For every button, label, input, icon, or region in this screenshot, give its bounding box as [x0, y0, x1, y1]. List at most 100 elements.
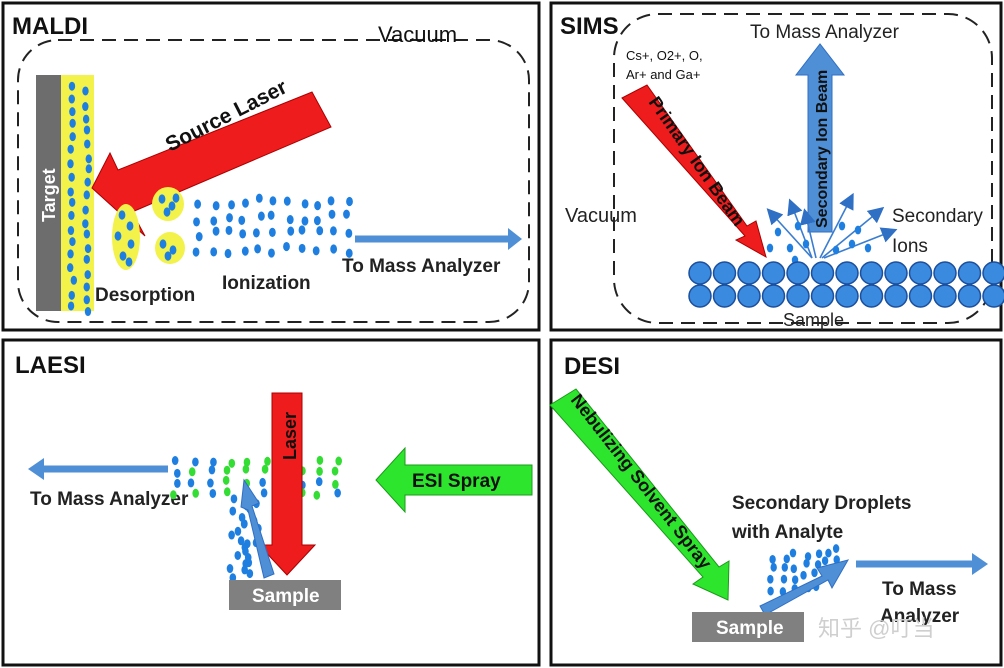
ion-dot	[330, 244, 338, 254]
ion-dot	[314, 201, 322, 211]
sample-atom	[933, 284, 957, 308]
sample-atom	[688, 261, 712, 285]
ion-dot	[225, 225, 233, 236]
ionization-dots	[192, 193, 353, 259]
nebulizing-spray-label: Nebulizing Solvent Spray	[567, 390, 716, 573]
target-dot	[82, 114, 90, 124]
green-droplet	[192, 488, 199, 498]
sims-primary-ions-line1: Cs+, O2+, O,	[626, 48, 703, 63]
spark-arrow	[821, 206, 885, 259]
secondary-ion-spark-arrows	[766, 192, 898, 259]
ion-dot	[212, 201, 220, 211]
secondary-ion-dots	[766, 221, 872, 265]
blue-droplet	[192, 457, 199, 467]
plume-dot	[169, 245, 177, 255]
laesi-rising-arrow	[240, 478, 275, 579]
sample-atom	[908, 284, 933, 308]
sample-atom	[957, 284, 982, 308]
sample-atom	[835, 284, 859, 308]
sample-atom	[712, 284, 737, 308]
desi-droplet	[780, 574, 788, 584]
ion-dot	[298, 225, 306, 235]
desorption-plume-1	[112, 204, 140, 270]
sims-sample-label: Sample	[783, 310, 844, 330]
target-dot	[83, 254, 91, 264]
desi-droplet	[767, 574, 774, 584]
secondary-ion-dot	[864, 243, 872, 253]
target-dot	[67, 226, 75, 236]
plume-dot	[125, 257, 133, 267]
ion-dot	[267, 210, 275, 220]
desi-droplet	[769, 554, 776, 564]
blue-droplet	[208, 465, 216, 475]
green-droplet	[264, 456, 271, 466]
desorption-dots	[114, 193, 180, 267]
rising-droplet	[240, 519, 248, 529]
rising-droplet	[229, 506, 237, 516]
target-dot	[69, 107, 76, 117]
ion-dot	[298, 243, 306, 254]
sample-atom	[761, 284, 786, 308]
ion-dot	[312, 246, 320, 256]
desi-droplet	[770, 562, 777, 572]
sample-atom	[982, 261, 1004, 285]
secondary-ion-dot	[786, 243, 794, 253]
sample-atom	[884, 261, 908, 285]
green-droplet	[223, 487, 231, 497]
secondary-ion-beam-label: Secondary Ion Beam	[814, 70, 831, 228]
desi-panel	[549, 338, 1003, 667]
ion-dot	[343, 209, 350, 219]
ion-dot	[327, 196, 335, 206]
desi-droplet	[815, 549, 823, 559]
sample-atom	[957, 261, 982, 285]
desi-section: DESI Nebulizing Solvent Spray Secondary …	[549, 353, 988, 642]
desi-droplets-line1: Secondary Droplets	[732, 493, 912, 514]
desi-droplet	[832, 544, 840, 553]
ionization-label: Ionization	[222, 273, 311, 294]
blue-droplet	[174, 478, 181, 488]
rising-droplet	[237, 536, 245, 546]
target-dot	[68, 81, 76, 91]
sample-atom	[712, 261, 737, 285]
laesi-title: LAESI	[15, 352, 86, 379]
sample-atom	[737, 261, 761, 285]
green-droplet	[316, 466, 323, 476]
target-dot	[69, 132, 76, 142]
ion-dot	[328, 209, 336, 219]
blue-droplet	[210, 457, 217, 467]
ion-dot	[252, 228, 260, 238]
rising-droplet	[226, 564, 234, 574]
rising-droplet	[229, 573, 237, 583]
ion-dot	[313, 216, 321, 226]
secondary-ion-dot	[774, 227, 782, 237]
desi-droplet	[783, 554, 790, 564]
sample-atom	[810, 284, 835, 308]
sample-atom	[859, 284, 884, 308]
plume-dot	[158, 194, 166, 204]
target-dot	[68, 197, 76, 207]
green-droplet	[222, 475, 230, 485]
desi-sample-block	[692, 612, 804, 642]
green-droplet	[316, 455, 324, 465]
secondary-ion-beam-arrow	[794, 43, 846, 233]
ion-dot	[239, 229, 247, 239]
primary-ion-beam-label: Primary Ion Beam	[645, 93, 749, 230]
desi-rising-arrow	[759, 559, 850, 616]
sims-vacuum-label: Vacuum	[565, 205, 637, 227]
ion-dot	[330, 226, 337, 236]
ion-dot	[195, 232, 203, 242]
secondary-ion-dot	[854, 225, 862, 235]
blue-droplet	[315, 477, 323, 487]
laesi-sample-block	[229, 580, 341, 610]
desi-to-analyzer-line2: Analyzer	[880, 606, 960, 627]
desi-droplet	[825, 548, 832, 558]
desi-title: DESI	[564, 353, 620, 380]
ion-dot	[241, 246, 249, 256]
desi-droplet	[767, 586, 774, 596]
plume-dot	[163, 207, 171, 217]
rising-droplet	[234, 550, 242, 560]
secondary-ion-dot	[838, 221, 846, 231]
desi-droplet	[833, 555, 840, 565]
target-label: Target	[39, 168, 59, 222]
